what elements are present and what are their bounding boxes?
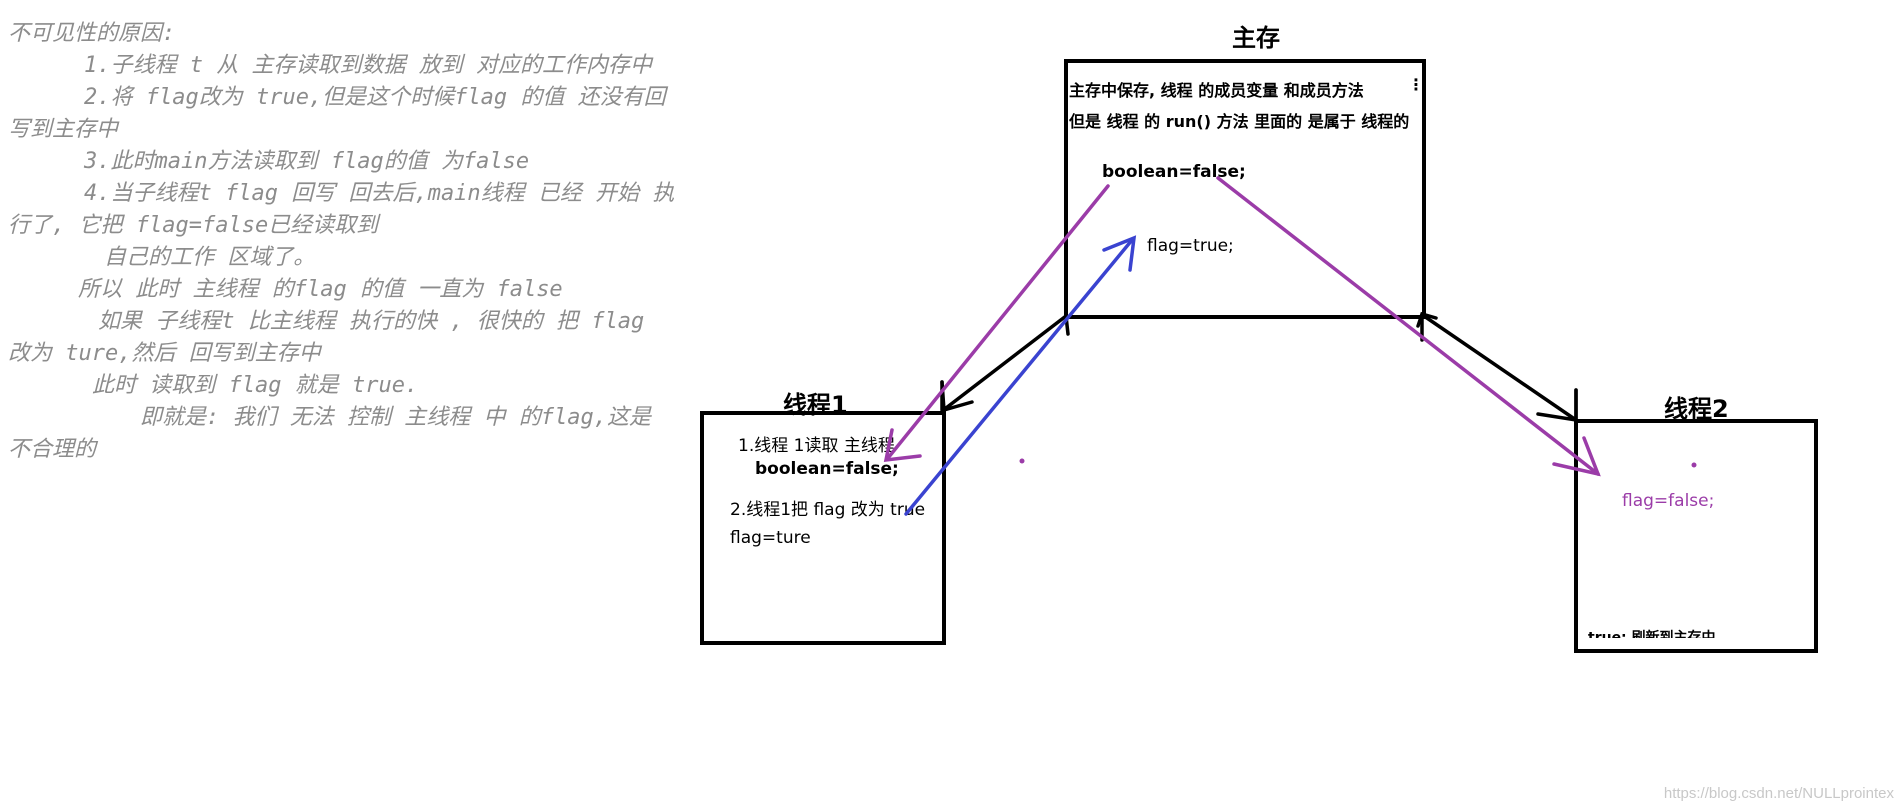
thread2-box [1574,419,1818,653]
main-to-thread2-arrowhead-top [1416,311,1438,328]
note-line: 写到主存中 [8,117,119,142]
note-line: 如果 子线程t 比主线程 执行的快 , 很快的 把 flag [98,309,645,334]
note-line: 不合理的 [8,437,97,462]
thread2-title: 线程2 [1664,395,1729,423]
note-line: 不可见性的原因: [8,21,176,46]
thread1-step1-value: boolean=false; [755,459,899,479]
purple-arrowhead-thread2 [1552,436,1601,477]
main-memory-title: 主存 [1232,24,1280,52]
note-line: 4.当子线程t flag 回写 回去后,main线程 已经 开始 执 [84,181,675,206]
thread1-box [700,411,946,645]
note-line: 2.将 flag改为 true,但是这个时候flag 的值 还没有回 [84,85,666,110]
purple-dot [1691,462,1697,468]
main-memory-line2: 但是 线程 的 run() 方法 里面的 是属于 线程的 [1069,112,1410,131]
blue-arrowhead [1102,235,1137,272]
main-memory-boolean-false: boolean=false; [1102,162,1246,182]
main-to-thread2-line [1422,314,1578,422]
note-line: 自己的工作 区域了。 [104,245,316,270]
purple-read-arrow-thread2 [1216,176,1600,476]
note-line: 改为 ture,然后 回写到主存中 [8,341,321,366]
thread1-step2-value: flag=ture [730,528,811,548]
note-line: 即就是: 我们 无法 控制 主线程 中 的flag,这是 [140,405,651,430]
note-line: 3.此时main方法读取到 flag的值 为false [84,149,530,174]
note-line: 行了, 它把 flag=false已经读取到 [8,213,379,238]
thread1-step2: 2.线程1把 flag 改为 true [730,500,926,520]
thread2-partial-text: true; 刷新到主存中 [1588,630,1716,638]
thread2-flag-false: flag=false; [1622,491,1715,511]
note-line: 此时 读取到 flag 就是 true. [92,373,419,398]
note-line: 1.子线程 t 从 主存读取到数据 放到 对应的工作内存中 [84,53,652,78]
main-memory-box [1064,59,1426,319]
thread1-step1: 1.线程 1读取 主线程 [738,436,895,456]
note-line: 所以 此时 主线程 的flag 的值 一直为 false [78,277,563,302]
watermark: https://blog.csdn.net/NULLprointex [1663,785,1894,802]
main-to-thread1-line [944,314,1068,410]
main-memory-flag-true: flag=true; [1147,236,1234,256]
blue-write-back-arrow [904,238,1134,516]
main-memory-line1: 主存中保存, 线程 的成员变量 和成员方法 [1069,81,1364,100]
purple-dot [1019,458,1025,464]
purple-read-arrow-thread1 [886,184,1110,460]
purple-arrowhead-thread1 [883,428,922,463]
main-memory-line1-mark: ⋮ [1408,75,1424,94]
